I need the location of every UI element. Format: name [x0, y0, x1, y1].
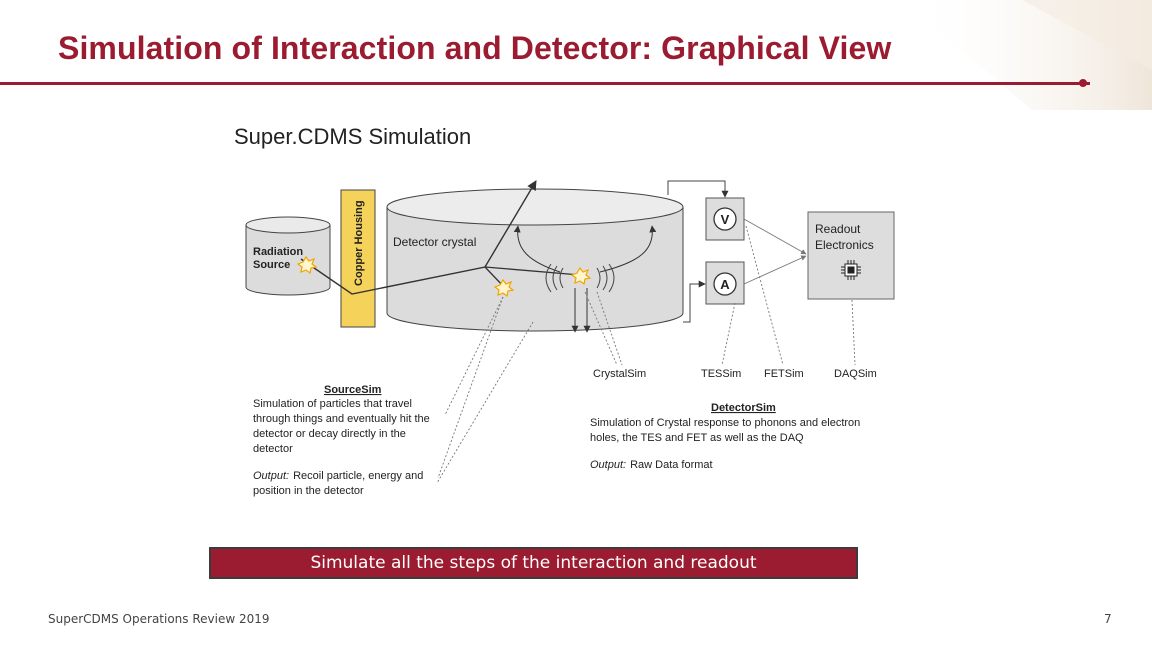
radiation-source: Radiation Source — [245, 216, 331, 296]
page-number: 7 — [1104, 612, 1112, 626]
wire-to-ammeter — [683, 280, 706, 323]
source-sim-description: SourceSim Simulation of particles that t… — [253, 384, 430, 497]
source-sim-title: SourceSim — [324, 384, 382, 396]
copper-housing: Copper Housing — [340, 189, 376, 328]
particle-track-branch-2 — [484, 266, 581, 276]
voltmeter-box: V — [705, 197, 745, 241]
detector-sim-description: DetectorSim Simulation of Crystal respon… — [590, 402, 860, 471]
source-sim-output-line-2: position in the detector — [253, 485, 364, 497]
ammeter-box: A — [705, 261, 745, 305]
spark-source-icon — [296, 255, 318, 275]
meter-to-readout-lines — [743, 218, 807, 285]
detector-sim-output: Output: Raw Data format — [590, 459, 713, 471]
source-sim-output-line-1: Output: Recoil particle, energy and — [253, 470, 423, 482]
phonon-arc-right — [599, 225, 657, 273]
phonon-waves — [545, 263, 615, 293]
source-sim-line-3: detector or decay directly in the — [253, 428, 406, 440]
title-rule — [0, 82, 1090, 85]
fet-sim-label: FETSim — [764, 368, 804, 380]
daq-sim-label: DAQSim — [834, 368, 877, 380]
source-sim-line-4: detector — [253, 443, 293, 455]
readout-label-1: Readout — [815, 222, 861, 236]
radiation-source-label-1: Radiation — [253, 246, 303, 258]
detector-sim-line-2: holes, the TES and FET as well as the DA… — [590, 432, 804, 444]
copper-housing-label: Copper Housing — [353, 200, 365, 286]
footer-text: SuperCDMS Operations Review 2019 — [48, 612, 270, 626]
detector-crystal-label: Detector crystal — [393, 235, 476, 249]
readout-label-2: Electronics — [815, 238, 874, 252]
wire-to-voltmeter — [667, 180, 729, 198]
particle-track — [300, 180, 537, 295]
source-sim-line-1: Simulation of particles that travel — [253, 398, 412, 410]
charge-drift-arrows — [571, 288, 591, 333]
source-sim-output-text: Recoil particle, energy and — [293, 470, 423, 482]
slide-title: Simulation of Interaction and Detector: … — [58, 30, 892, 66]
detector-sim-output-label: Output: — [590, 459, 626, 471]
phonon-arc-left — [513, 225, 561, 273]
spark-interaction-icon — [570, 266, 592, 286]
tes-sim-label: TESSim — [701, 368, 741, 380]
radiation-source-label-2: Source — [253, 259, 290, 271]
crystal-sim-label: CrystalSim — [593, 368, 646, 380]
detector-sim-title: DetectorSim — [711, 402, 776, 414]
spark-recoil-icon — [493, 278, 515, 298]
title-rule-dot — [1079, 79, 1087, 87]
detector-sim-line-1: Simulation of Crystal response to phonon… — [590, 417, 860, 429]
source-sim-line-2: through things and eventually hit the — [253, 413, 430, 425]
detector-crystal: Detector crystal — [386, 188, 684, 332]
chip-icon — [841, 260, 861, 280]
dotted-pointers — [436, 225, 856, 484]
summary-banner: Simulate all the steps of the interactio… — [209, 547, 858, 579]
diagram-heading: Super.CDMS Simulation — [234, 124, 471, 149]
source-sim-output-label: Output: — [253, 470, 289, 482]
voltmeter-icon: V — [721, 212, 730, 227]
readout-electronics: Readout Electronics — [807, 211, 895, 300]
detector-sim-output-text: Raw Data format — [630, 459, 713, 471]
ammeter-icon: A — [720, 277, 730, 292]
